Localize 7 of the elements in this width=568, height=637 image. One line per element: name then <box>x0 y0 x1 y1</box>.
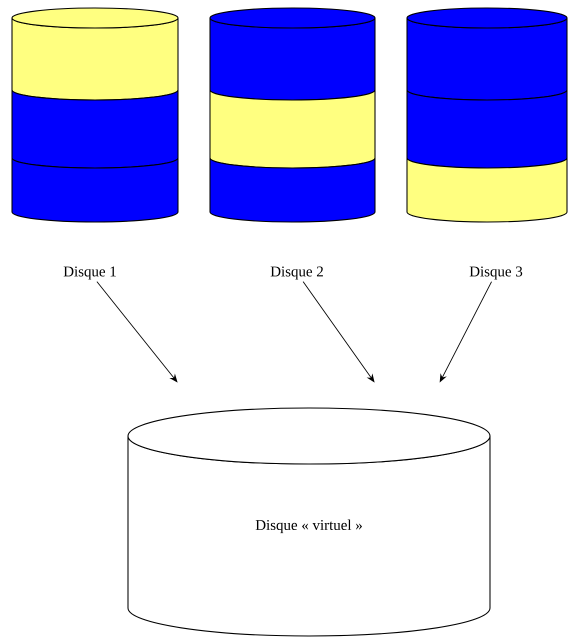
disk-label: Disque 2 <box>270 266 323 280</box>
cylinder-drawing <box>11 7 179 223</box>
disk-label: Disque 3 <box>470 266 522 280</box>
disk-cylinder: Disque « virtuel » <box>127 407 491 637</box>
cylinder-drawing <box>209 7 376 223</box>
cylinder-drawing <box>406 7 568 223</box>
disk-label: Disque 1 <box>64 266 116 280</box>
